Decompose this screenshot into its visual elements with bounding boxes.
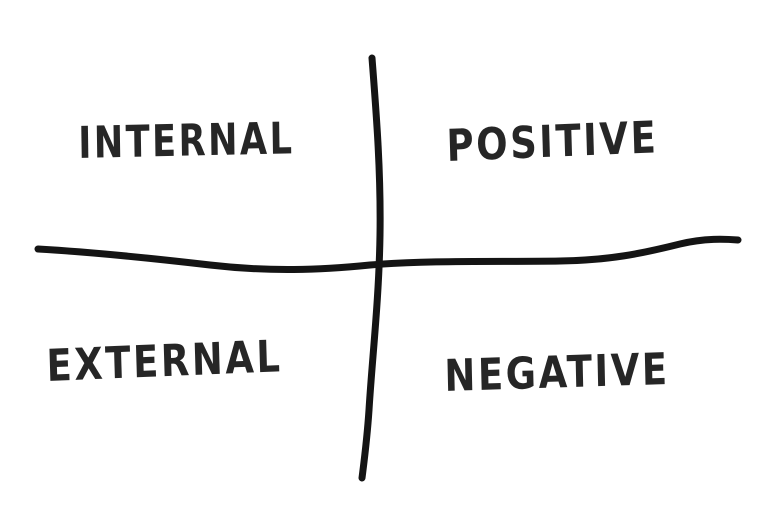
vertical-axis-line: [358, 54, 384, 482]
label-external: EXTERNAL: [45, 331, 284, 392]
label-positive: POSITIVE: [445, 112, 660, 172]
label-internal: INTERNAL: [77, 113, 295, 169]
horizontal-axis-line: [34, 235, 742, 274]
label-negative: NEGATIVE: [443, 343, 671, 402]
